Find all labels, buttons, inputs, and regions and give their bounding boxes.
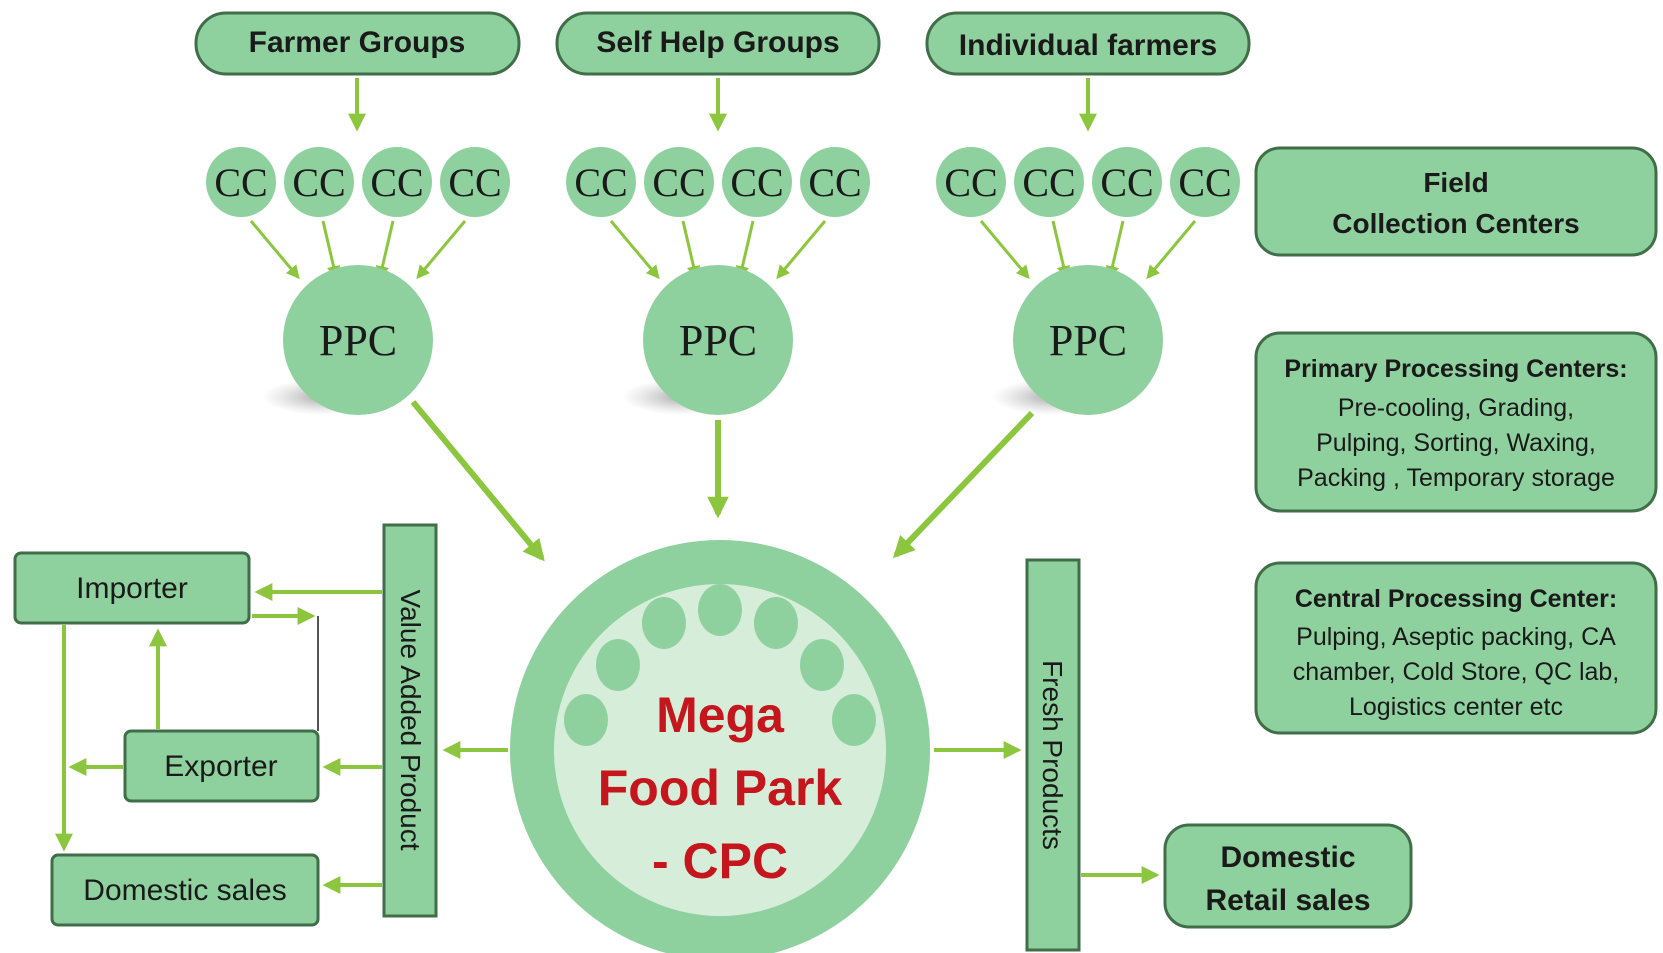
arrow-cc-to-ppc xyxy=(1051,220,1071,280)
hub-line-2: Food Park xyxy=(598,760,843,816)
legend-central-line: chamber, Cold Store, QC lab, xyxy=(1293,658,1620,686)
legend-field-collection: Field Collection Centers xyxy=(1254,146,1658,257)
cc-label: CC xyxy=(1100,160,1153,205)
arrow-cc-to-ppc xyxy=(681,220,701,280)
ppc-farmer: PPC xyxy=(262,265,433,415)
source-self-help-groups: Self Help Groups xyxy=(555,11,881,76)
source-individual-farmers: Individual farmers xyxy=(925,11,1251,76)
legend-field-line-2: Collection Centers xyxy=(1332,208,1579,239)
source-arrows xyxy=(348,78,1097,132)
arrow-ppc-right-to-hub xyxy=(893,410,1035,559)
arrow-ppc-left-to-hub xyxy=(410,400,545,562)
hub-title: Mega Food Park - CPC xyxy=(598,687,843,889)
cc-circle: CC xyxy=(206,147,276,217)
cc-label: CC xyxy=(370,160,423,205)
arrow-cc-to-ppc xyxy=(776,220,827,280)
source-label: Individual farmers xyxy=(959,29,1217,62)
arrow-cc-to-ppc xyxy=(609,220,660,280)
cc-label: CC xyxy=(1022,160,1075,205)
cc-circle: CC xyxy=(1170,147,1240,217)
cc-label: CC xyxy=(292,160,345,205)
cc-label: CC xyxy=(214,160,267,205)
fresh-products-label: Fresh Products xyxy=(1037,660,1068,850)
arrow-cc-to-ppc xyxy=(979,220,1030,280)
legend-central-line: Logistics center etc xyxy=(1349,693,1563,721)
cc-label: CC xyxy=(944,160,997,205)
cc-circle: CC xyxy=(1014,147,1084,217)
value-added-product-bar: Value Added Product xyxy=(382,523,438,918)
domestic-sales-box: Domestic sales xyxy=(50,853,320,927)
source-label: Farmer Groups xyxy=(249,26,466,59)
cc-circle: CC xyxy=(284,147,354,217)
cc-circle: CC xyxy=(800,147,870,217)
legend-primary-title: Primary Processing Centers: xyxy=(1284,355,1627,383)
arrow-cc-to-ppc xyxy=(375,220,395,280)
cc-circle: CC xyxy=(722,147,792,217)
arrow-cc-to-ppc xyxy=(1105,220,1125,280)
domestic-sales-label: Domestic sales xyxy=(83,874,286,907)
importer-label: Importer xyxy=(76,572,188,605)
arrow-cc-to-ppc xyxy=(416,220,467,280)
cc-label: CC xyxy=(574,160,627,205)
ppc-to-hub-arrows xyxy=(410,400,1035,562)
collection-centers: CC CC CC CC CC CC CC CC CC CC CC CC xyxy=(206,147,1240,217)
arrow-cc-to-ppc xyxy=(1146,220,1197,280)
source-farmer-groups: Farmer Groups xyxy=(194,11,521,76)
cc-label: CC xyxy=(808,160,861,205)
hub-line-3: - CPC xyxy=(652,833,788,889)
legend-field-line-1: Field xyxy=(1423,167,1488,198)
ppc-individual: PPC xyxy=(992,265,1163,415)
value-added-label: Value Added Product xyxy=(395,589,426,850)
source-label: Self Help Groups xyxy=(596,26,839,59)
cc-label: CC xyxy=(730,160,783,205)
legend-central-line: Pulping, Aseptic packing, CA xyxy=(1296,623,1616,651)
legend-central-processing: Central Processing Center: Pulping, Asep… xyxy=(1254,561,1658,735)
ppc-label: PPC xyxy=(1049,316,1127,365)
arrow-cc-to-ppc xyxy=(735,220,755,280)
hub-dots xyxy=(564,584,876,746)
ppc-shg: PPC xyxy=(622,265,793,415)
importer-box: Importer xyxy=(13,551,251,625)
arrow-cc-to-ppc xyxy=(249,220,300,280)
arrow-cc-to-ppc xyxy=(321,220,341,280)
retail-line-1: Domestic xyxy=(1220,841,1355,874)
cc-circle: CC xyxy=(936,147,1006,217)
cc-arrows xyxy=(249,220,1197,280)
legend-primary-line: Pulping, Sorting, Waxing, xyxy=(1316,429,1596,457)
fresh-products-bar: Fresh Products xyxy=(1025,558,1081,952)
cc-label: CC xyxy=(652,160,705,205)
exporter-label: Exporter xyxy=(164,750,277,783)
ppc-label: PPC xyxy=(679,316,757,365)
cc-label: CC xyxy=(1178,160,1231,205)
exporter-box: Exporter xyxy=(123,729,320,803)
legend-primary-line: Packing , Temporary storage xyxy=(1297,464,1615,492)
cc-circle: CC xyxy=(1092,147,1162,217)
cc-label: CC xyxy=(448,160,501,205)
distribution-arrows xyxy=(55,583,1160,894)
legend-central-title: Central Processing Center: xyxy=(1295,585,1617,613)
cc-circle: CC xyxy=(566,147,636,217)
cc-circle: CC xyxy=(440,147,510,217)
mega-food-park-hub: Mega Food Park - CPC xyxy=(510,540,930,953)
ppc-label: PPC xyxy=(319,316,397,365)
legend-primary-processing: Primary Processing Centers: Pre-cooling,… xyxy=(1254,331,1658,513)
cc-circle: CC xyxy=(362,147,432,217)
cc-circle: CC xyxy=(644,147,714,217)
domestic-retail-box: Domestic Retail sales xyxy=(1163,823,1413,929)
hub-line-1: Mega xyxy=(656,687,785,743)
retail-line-2: Retail sales xyxy=(1205,884,1370,917)
legend-primary-line: Pre-cooling, Grading, xyxy=(1338,394,1574,422)
